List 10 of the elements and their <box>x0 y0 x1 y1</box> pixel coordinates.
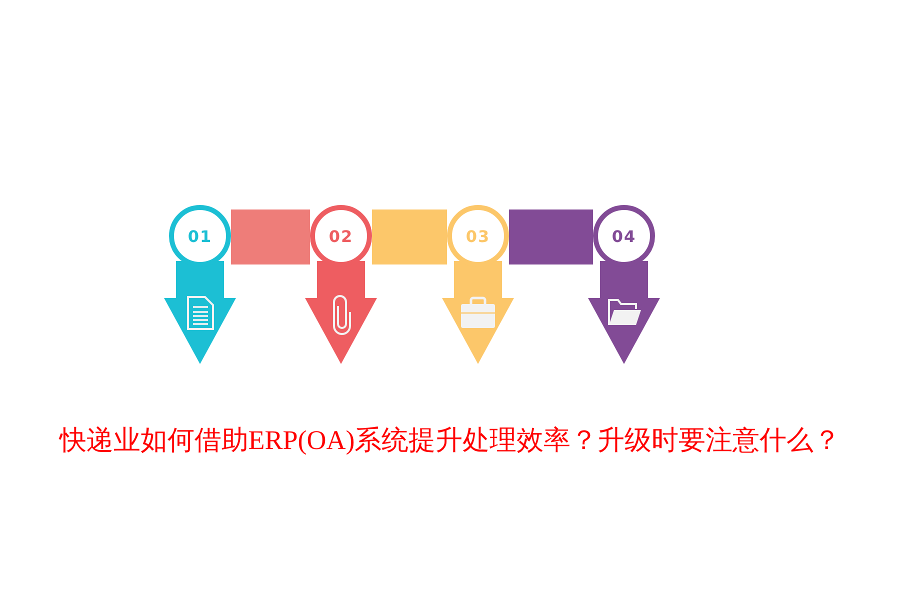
down-block-arrow <box>305 261 377 364</box>
connector-band <box>231 210 310 264</box>
step-number: 01 <box>188 226 212 246</box>
step-number: 03 <box>466 226 490 246</box>
step-number: 04 <box>612 226 636 246</box>
connector-band <box>372 210 447 264</box>
step-number: 02 <box>328 226 354 246</box>
down-block-arrow <box>164 261 236 364</box>
connector-band <box>509 210 593 264</box>
title: 快递业如何借助ERP(OA)系统提升处理效率？升级时要注意什么？ <box>59 425 841 455</box>
